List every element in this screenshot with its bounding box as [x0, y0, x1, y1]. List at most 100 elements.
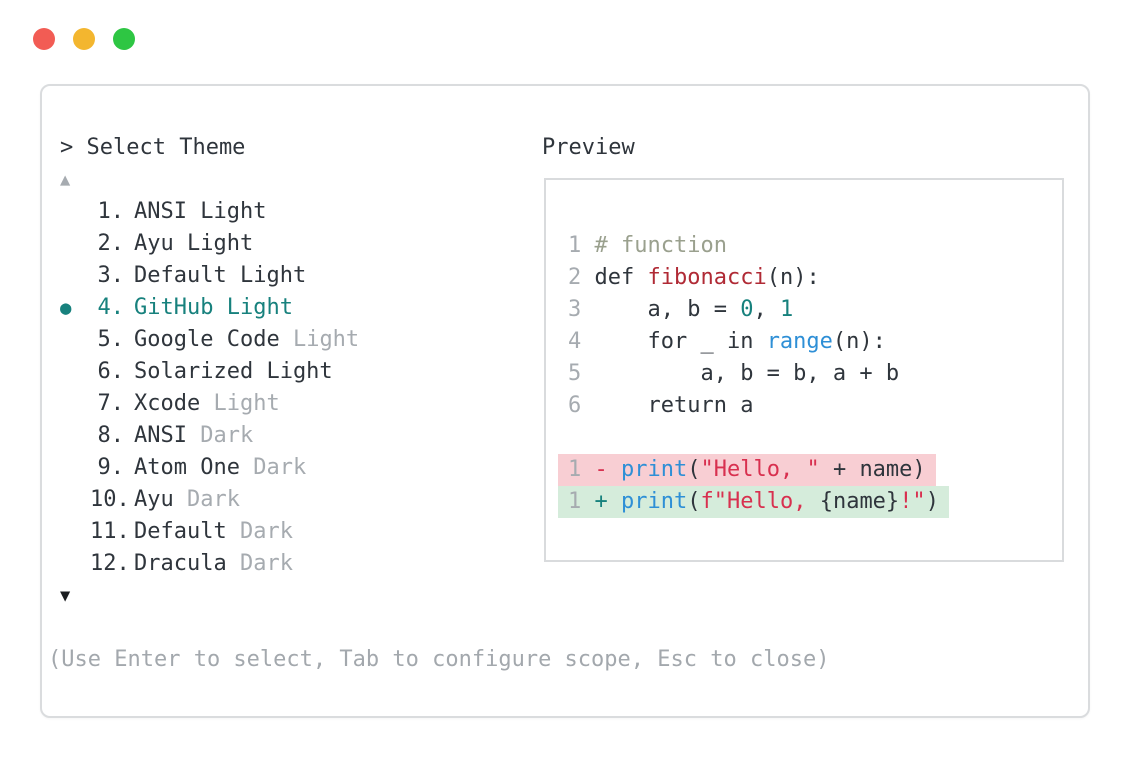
close-button[interactable]: [33, 28, 55, 50]
theme-list-item[interactable]: 3. Default Light: [60, 260, 359, 292]
code-line: 3 a, b = 0, 1: [568, 294, 1062, 326]
code-token: ,: [753, 297, 780, 322]
selected-bullet-icon: [60, 548, 90, 580]
theme-list-item[interactable]: 6. Solarized Light: [60, 356, 359, 388]
line-number: 4: [568, 329, 595, 354]
theme-variant: Dark: [186, 423, 254, 448]
code-token: ): [925, 489, 939, 514]
code-token: for _ in: [594, 329, 767, 354]
line-number: 1: [568, 489, 595, 514]
theme-number: 3.: [97, 263, 125, 288]
diff-line-highlight: 1 + print(f"Hello, {name}!"): [558, 486, 949, 518]
theme-name: Default Light: [134, 263, 307, 288]
theme-name: Default Dark: [134, 519, 293, 544]
code-token: "Hello, ": [700, 457, 820, 482]
theme-number: 10.: [90, 487, 130, 512]
line-number: 5: [568, 361, 595, 386]
theme-number: 4.: [97, 295, 125, 320]
scroll-up-icon[interactable]: ▲: [60, 170, 71, 190]
selected-bullet-icon: [60, 452, 90, 484]
code-line: 2 def fibonacci(n):: [568, 262, 1062, 294]
code-token: +: [594, 489, 621, 514]
theme-number: 11.: [90, 519, 130, 544]
line-number: 2: [568, 265, 595, 290]
theme-name: ANSI Light: [134, 199, 267, 224]
line-number: 3: [568, 297, 595, 322]
theme-list-item[interactable]: 9.Atom One Dark: [60, 452, 359, 484]
theme-number: 12.: [90, 551, 130, 576]
help-text: (Use Enter to select, Tab to configure s…: [48, 647, 830, 672]
selected-bullet-icon: [60, 388, 90, 420]
code-token: {name}: [819, 489, 900, 514]
theme-number: 1.: [97, 199, 125, 224]
selected-bullet-icon: [60, 324, 90, 356]
theme-variant: Dark: [239, 455, 307, 480]
code-token: return a: [594, 393, 754, 418]
code-token: (n):: [832, 329, 886, 354]
theme-number: 7.: [97, 391, 125, 416]
theme-number: 8.: [97, 423, 125, 448]
diff-line-highlight: 1 - print("Hello, " + name): [558, 454, 936, 486]
theme-name: Ayu Light: [134, 231, 254, 256]
code-token: a, b = b, a + b: [594, 361, 900, 386]
line-number: 1: [568, 233, 595, 258]
theme-variant: Dark: [173, 487, 240, 512]
theme-variant: Light: [279, 327, 360, 352]
code-token: f"Hello,: [700, 489, 820, 514]
theme-variant: Dark: [226, 519, 293, 544]
selected-bullet-icon: [60, 356, 90, 388]
code-token: a, b =: [594, 297, 741, 322]
theme-list-item[interactable]: 1. ANSI Light: [60, 196, 359, 228]
line-number: 1: [568, 457, 595, 482]
theme-number: 6.: [97, 359, 125, 384]
theme-list-item[interactable]: 5.Google Code Light: [60, 324, 360, 356]
code-token: (: [687, 489, 701, 514]
code-token: !": [899, 489, 926, 514]
theme-list-item[interactable]: 10.Ayu Dark: [60, 484, 359, 516]
theme-name: Xcode Light: [134, 391, 280, 416]
code-token: + name): [819, 457, 926, 482]
line-number: 6: [568, 393, 595, 418]
select-theme-prompt: > Select Theme: [60, 135, 246, 160]
code-token: (n):: [766, 265, 820, 290]
selected-bullet-icon: [60, 484, 90, 516]
minimize-button[interactable]: [73, 28, 95, 50]
theme-name: ANSI Dark: [134, 423, 254, 448]
selected-bullet-icon: [60, 228, 90, 260]
code-token: fibonacci: [647, 265, 767, 290]
code-token: (: [687, 457, 701, 482]
zoom-button[interactable]: [113, 28, 135, 50]
theme-name: Google Code Light: [134, 327, 360, 352]
theme-number: 2.: [97, 231, 125, 256]
theme-name: Solarized Light: [134, 359, 333, 384]
diff-added-line: 1 + print(f"Hello, {name}!"): [558, 486, 1062, 518]
selected-bullet-icon: [60, 260, 90, 292]
theme-list-item[interactable]: ● 4. GitHub Light: [60, 292, 359, 324]
code-line: 4 for _ in range(n):: [568, 326, 1062, 358]
theme-list-item[interactable]: 12.Dracula Dark: [60, 548, 359, 580]
code-token: print: [621, 457, 688, 482]
theme-list-item[interactable]: 7. Xcode Light: [60, 388, 359, 420]
code-token: 1: [779, 297, 794, 322]
selected-bullet-icon: [60, 516, 90, 548]
theme-name: Dracula Dark: [134, 551, 293, 576]
theme-list-item[interactable]: 11.Default Dark: [60, 516, 359, 548]
code-token: 0: [740, 297, 754, 322]
selected-bullet-icon: ●: [60, 297, 72, 319]
code-line: 1 # function: [568, 230, 1062, 262]
theme-name: Ayu Dark: [134, 487, 240, 512]
theme-list: 1. ANSI Light 2. Ayu Light 3. Default Light ● 4…: [60, 196, 359, 580]
code-line: 5 a, b = b, a + b: [568, 358, 1062, 390]
scroll-down-icon[interactable]: ▼: [60, 586, 71, 606]
code-token: print: [621, 489, 688, 514]
theme-variant: Dark: [226, 551, 293, 576]
theme-list-item[interactable]: 2. Ayu Light: [60, 228, 359, 260]
theme-list-item[interactable]: 8. ANSI Dark: [60, 420, 359, 452]
code-token: range: [766, 329, 833, 354]
theme-name: GitHub Light: [134, 295, 293, 320]
theme-variant: Light: [200, 391, 280, 416]
code-line: [568, 422, 1062, 454]
selected-bullet-icon: [60, 196, 90, 228]
